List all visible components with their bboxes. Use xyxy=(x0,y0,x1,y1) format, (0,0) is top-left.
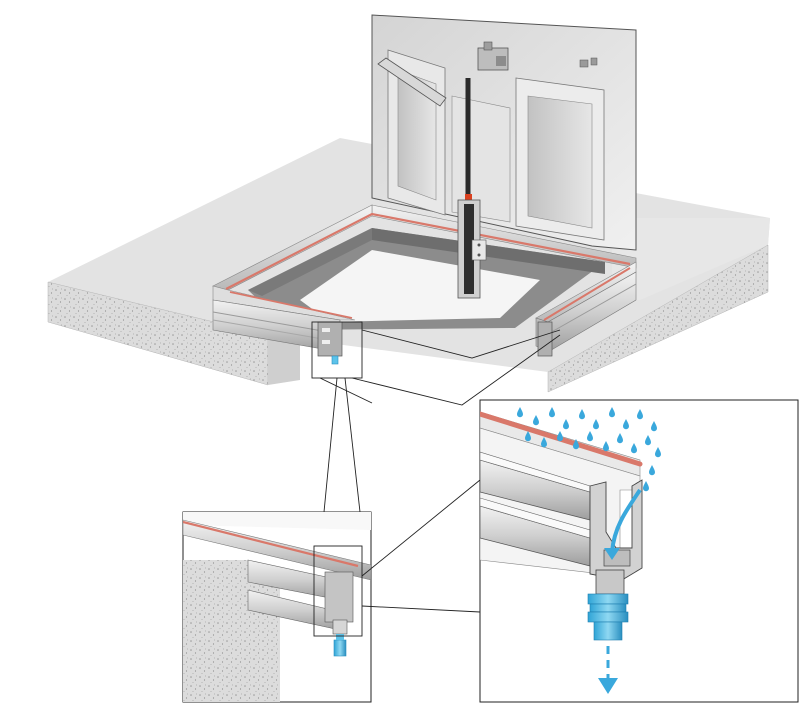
gutter-section-overview xyxy=(182,511,372,703)
hatch-lid-icon xyxy=(371,14,637,251)
gas-strut-icon xyxy=(457,78,487,299)
closeup-callout-lines xyxy=(361,479,481,613)
gutter-section-closeup xyxy=(479,399,799,703)
detail-callout-lines xyxy=(311,321,561,513)
water-flow-arrow-icon xyxy=(604,488,642,560)
hatch-frame xyxy=(212,204,637,365)
drain-arrow-icon xyxy=(598,646,618,694)
